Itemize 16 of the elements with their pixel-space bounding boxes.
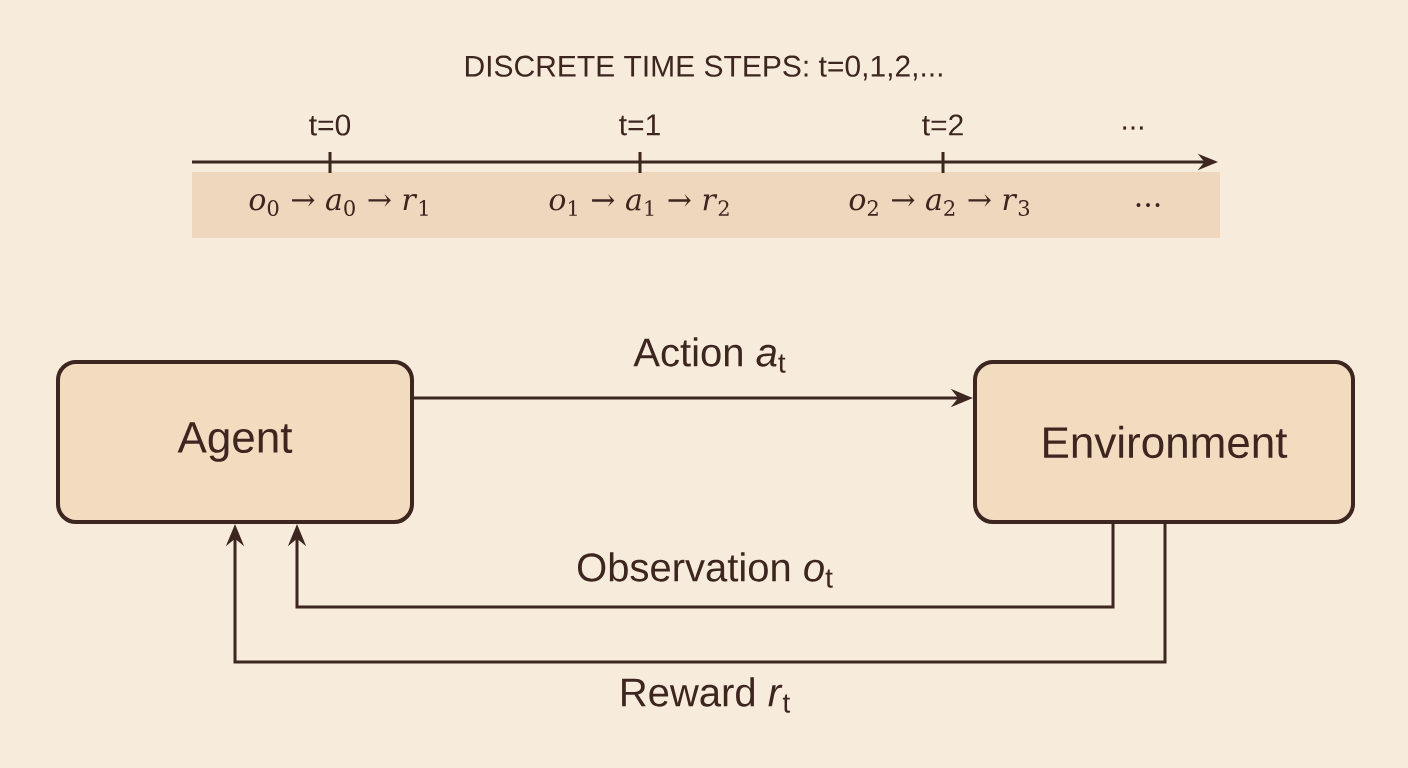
edge-label: Reward r$_{t}$ bbox=[616, 675, 794, 715]
tick-label: t=0 bbox=[309, 114, 351, 136]
sequence-label: o$_{2}$ → a$_{2}$ → r$_{3}$ bbox=[849, 194, 1030, 216]
arrow bbox=[287, 524, 1115, 609]
edge-label: Action a$_{t}$ bbox=[631, 335, 789, 375]
tick-label: ... bbox=[1123, 126, 1143, 130]
process-box: Environment bbox=[973, 360, 1355, 524]
sequence-label: ... bbox=[1136, 203, 1160, 207]
tick-label: t=2 bbox=[922, 114, 963, 136]
tick-label: t=1 bbox=[619, 114, 660, 136]
sequence-label: o$_{0}$ → a$_{0}$ → r$_{1}$ bbox=[249, 194, 428, 216]
arrow bbox=[225, 524, 1167, 664]
edge-label: Observation o$_{t}$ bbox=[574, 550, 836, 590]
sequence-label: o$_{1}$ → a$_{1}$ → r$_{2}$ bbox=[549, 194, 729, 216]
title: DISCRETE TIME STEPS: t=0,1,2,... bbox=[465, 55, 942, 81]
process-box: Agent bbox=[56, 360, 414, 524]
